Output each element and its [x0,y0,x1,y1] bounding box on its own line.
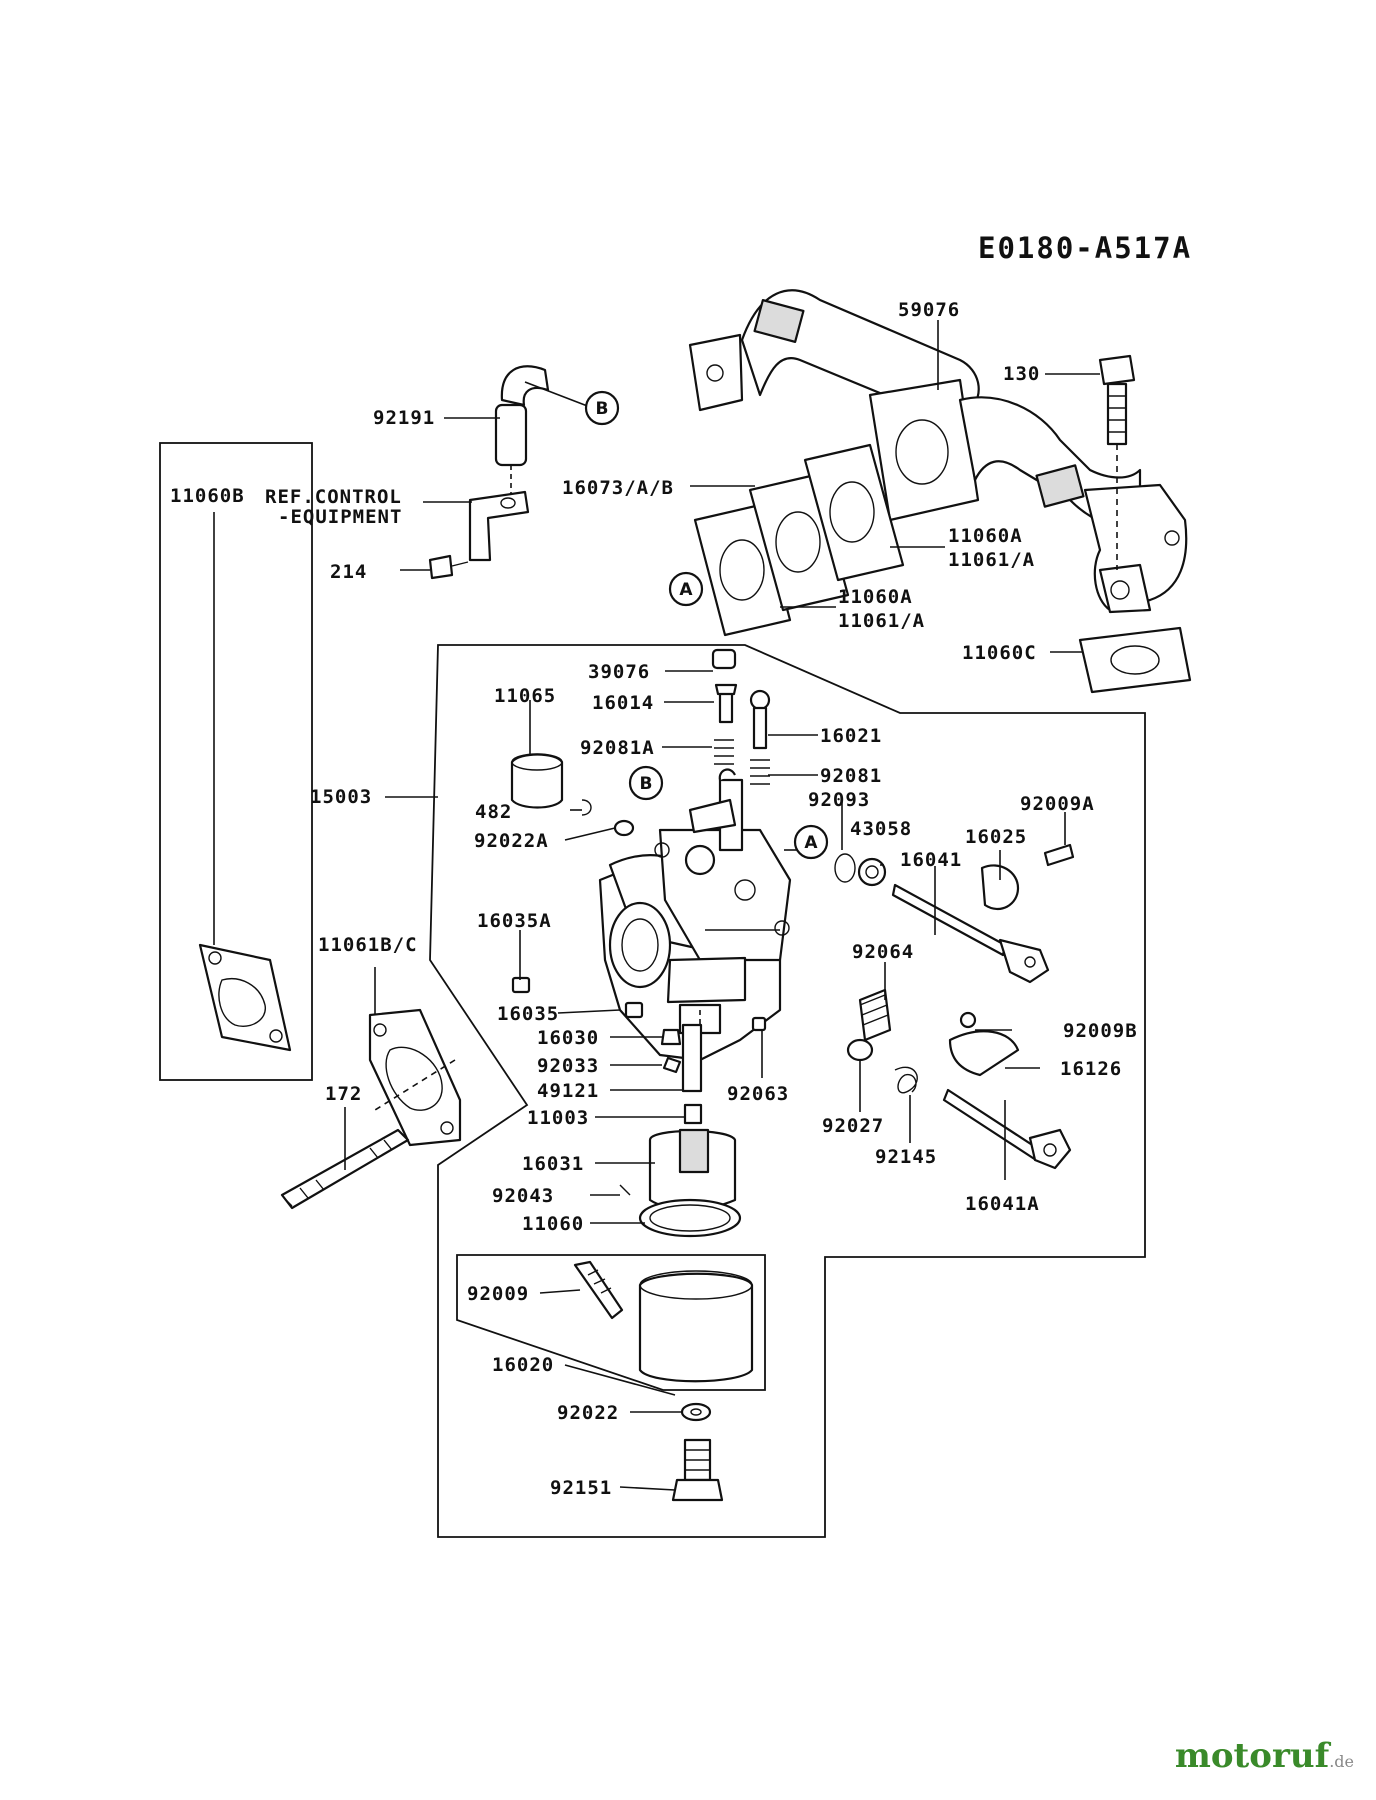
label-16035a: 16035A [477,910,552,932]
label-92009a: 92009A [1020,793,1095,815]
svg-text:A: A [804,833,818,853]
label-92081a: 92081A [580,737,655,759]
label-11060c: 11060C [962,642,1037,664]
label-16041a: 16041A [965,1193,1040,1215]
svg-text:A: A [679,580,693,600]
label-16030: 16030 [537,1027,599,1049]
label-92093: 92093 [808,789,870,811]
label-11061a-lower: 11061/A [838,610,925,632]
shaft-16041a-drawing [942,1011,1072,1170]
jets-and-bowl-drawing [511,976,767,1238]
manifold-gaskets-drawing [693,443,1192,694]
label-16014: 16014 [592,692,654,714]
label-172: 172 [325,1083,362,1105]
label-16025: 16025 [965,826,1027,848]
label-16031: 16031 [522,1153,584,1175]
svg-text:B: B [640,774,653,794]
label-214: 214 [330,561,367,583]
small-parts-top-drawing [510,648,771,837]
callout-a-lower: A [793,824,829,860]
callout-b-lower: B [628,765,664,801]
leader-lines [213,320,1100,1491]
label-ref-equipment: -EQUIPMENT [278,506,402,528]
breather-hose-drawing [428,365,550,580]
callout-b-upper: B [584,390,620,426]
diagram-code: E0180-A517A [978,231,1192,265]
label-11060: 11060 [522,1213,584,1235]
callout-a-upper: A [668,571,704,607]
label-482: 482 [475,801,512,823]
assembly-16020-outline [456,1254,766,1391]
part-labels: 59076 130 92191 REF.CONTROL -EQUIPMENT 2… [170,299,1138,1499]
label-92009b: 92009B [1063,1020,1138,1042]
shaft-16041-drawing [857,843,1075,984]
label-11003: 11003 [527,1107,589,1129]
label-92191: 92191 [373,407,435,429]
label-92145: 92145 [875,1146,937,1168]
label-16073: 16073/A/B [562,477,674,499]
label-39076: 39076 [588,661,650,683]
watermark-logo: motoruf.de [1174,1736,1354,1776]
svg-text:B: B [596,399,609,419]
label-130: 130 [1003,363,1040,385]
label-43058: 43058 [850,818,912,840]
label-92081: 92081 [820,765,882,787]
label-92064: 92064 [852,941,914,963]
intake-manifold-drawing [688,289,1188,614]
label-11060a-upper: 11060A [948,525,1023,547]
label-92151: 92151 [550,1477,612,1499]
label-15003: 15003 [310,786,372,808]
label-92027: 92027 [822,1115,884,1137]
gasket-11060b-drawing [198,943,292,1052]
label-11061a-upper: 11061/A [948,549,1035,571]
label-92063: 92063 [727,1083,789,1105]
label-92022: 92022 [557,1402,619,1424]
label-ref-control: REF.CONTROL [265,486,402,508]
label-92043: 92043 [492,1185,554,1207]
label-16020: 16020 [492,1354,554,1376]
label-16041: 16041 [900,849,962,871]
label-11060a-lower: 11060A [838,586,913,608]
gasket-11061bc-drawing [368,1008,462,1147]
label-16035: 16035 [497,1003,559,1025]
gasket-11060b-box [159,442,313,1081]
label-92009: 92009 [467,1283,529,1305]
label-92022a: 92022A [474,830,549,852]
carburetor-body-drawing [598,778,792,1062]
assembly-15003-outline [429,644,1146,1538]
label-16126: 16126 [1060,1058,1122,1080]
label-11061bc: 11061B/C [318,934,418,956]
bolt-130-drawing [1098,354,1136,570]
label-59076: 59076 [898,299,960,321]
label-16021: 16021 [820,725,882,747]
label-49121: 49121 [537,1080,599,1102]
label-11065: 11065 [494,685,556,707]
filter-16020-drawing [573,1260,754,1502]
label-92033: 92033 [537,1055,599,1077]
label-11060b: 11060B [170,485,245,507]
